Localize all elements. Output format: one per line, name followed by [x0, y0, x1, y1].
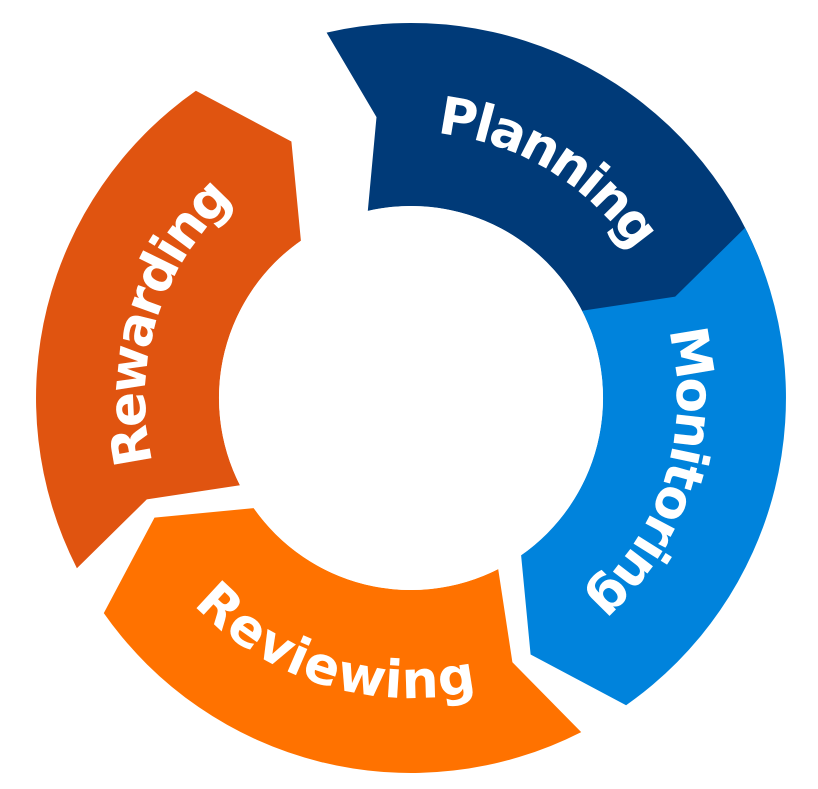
- segment-planning-shape: [326, 22, 762, 344]
- segment-reviewing-shape: [103, 508, 582, 773]
- segment-rewarding: Rewarding: [36, 90, 301, 569]
- segment-monitoring-shape: [521, 227, 786, 706]
- center-hole: [219, 206, 603, 590]
- segment-rewarding-shape: [36, 90, 301, 569]
- segment-monitoring: Monitoring: [521, 227, 786, 706]
- segment-reviewing: Reviewing: [103, 508, 582, 773]
